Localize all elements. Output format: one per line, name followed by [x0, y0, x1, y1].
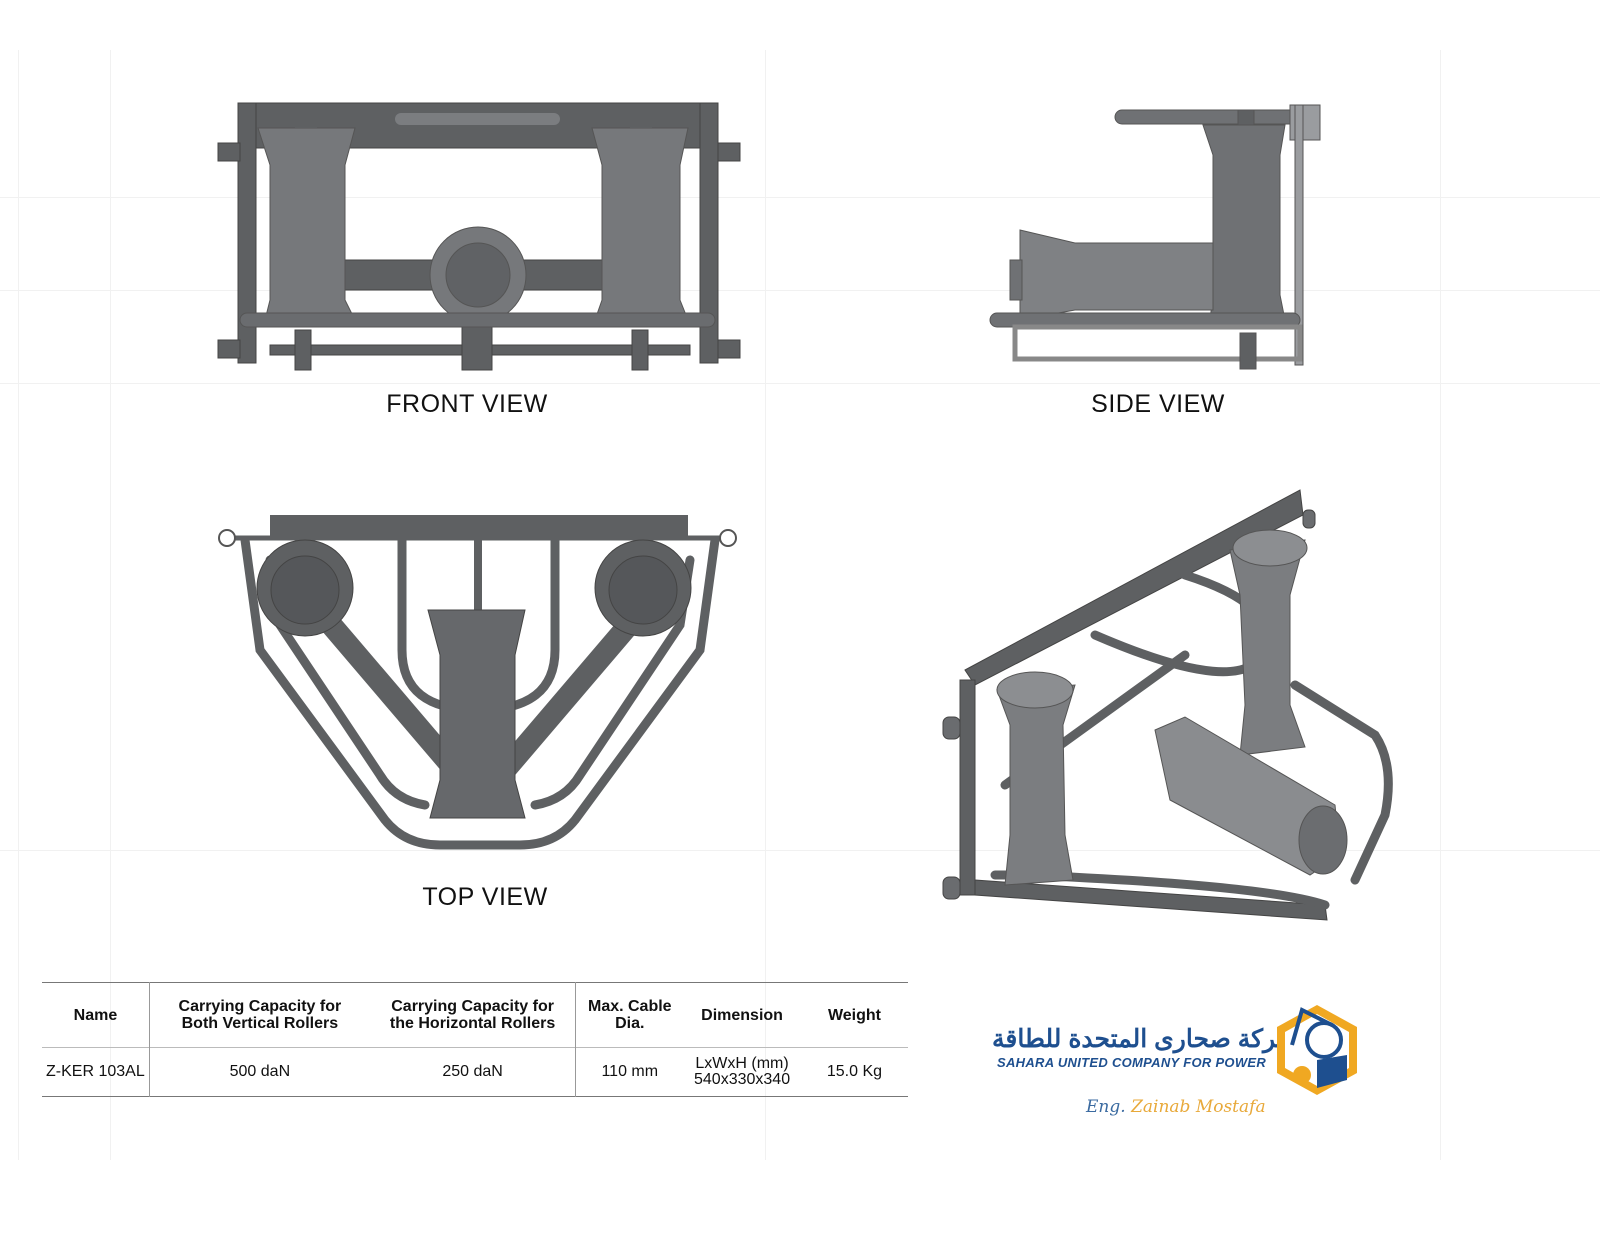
- header-weight: Weight: [827, 1006, 881, 1024]
- grid-line: [0, 290, 1600, 291]
- company-name-arabic: شركة صحارى المتحدة للطاقة: [992, 1025, 1298, 1053]
- header-dimension: Dimension: [701, 1006, 783, 1024]
- cell-weight: 15.0 Kg: [826, 1063, 883, 1080]
- header-line: the Horizontal Rollers: [389, 1015, 556, 1032]
- front-view-drawing: [217, 102, 741, 371]
- company-name-english: SAHARA UNITED COMPANY FOR POWER: [997, 1055, 1267, 1070]
- top-view-drawing: [218, 515, 737, 850]
- side-view-label: SIDE VIEW: [1091, 390, 1225, 418]
- dimension-label: LxWxH (mm): [695, 1055, 789, 1072]
- dimension-value: 540x330x340: [694, 1071, 791, 1088]
- grid-line: [1440, 50, 1441, 1160]
- header-name: Name: [73, 1006, 118, 1024]
- signature-name: Zainab Mostafa: [1131, 1097, 1266, 1117]
- header-line: Carrying Capacity for: [178, 998, 342, 1015]
- grid-line: [0, 850, 1600, 851]
- engineer-signature: Eng. Zainab Mostafa: [1086, 1097, 1266, 1117]
- grid-line: [0, 197, 1600, 198]
- header-line: Dia.: [615, 1015, 645, 1032]
- isometric-view-drawing: [942, 489, 1393, 921]
- header-line: Both Vertical Rollers: [181, 1015, 339, 1032]
- grid-line: [0, 383, 1600, 384]
- grid-line: [765, 50, 766, 1160]
- cell-dimension: LxWxH (mm)540x330x340: [683, 1048, 801, 1097]
- front-view-label: FRONT VIEW: [386, 390, 548, 418]
- header-line: Max. Cable: [587, 998, 672, 1015]
- header-line: Carrying Capacity for: [391, 998, 554, 1015]
- grid-line: [18, 50, 19, 1160]
- signature-prefix: Eng.: [1086, 1097, 1126, 1117]
- side-view-drawing: [989, 104, 1321, 370]
- cell-vertical-capacity: 500 daN: [148, 1047, 370, 1097]
- cell-name: Z-KER 103AL: [46, 1063, 145, 1080]
- top-view-label: TOP VIEW: [422, 883, 548, 911]
- cell-horizontal-capacity: 250 daN: [442, 1063, 503, 1080]
- table-row: Z-KER 103AL 500 daN 250 daN 110 mm LxWxH…: [42, 1047, 908, 1097]
- grid-line: [110, 50, 111, 1160]
- cell-max-cable-dia: 110 mm: [575, 1047, 684, 1097]
- company-logo-icon: [1277, 1005, 1357, 1095]
